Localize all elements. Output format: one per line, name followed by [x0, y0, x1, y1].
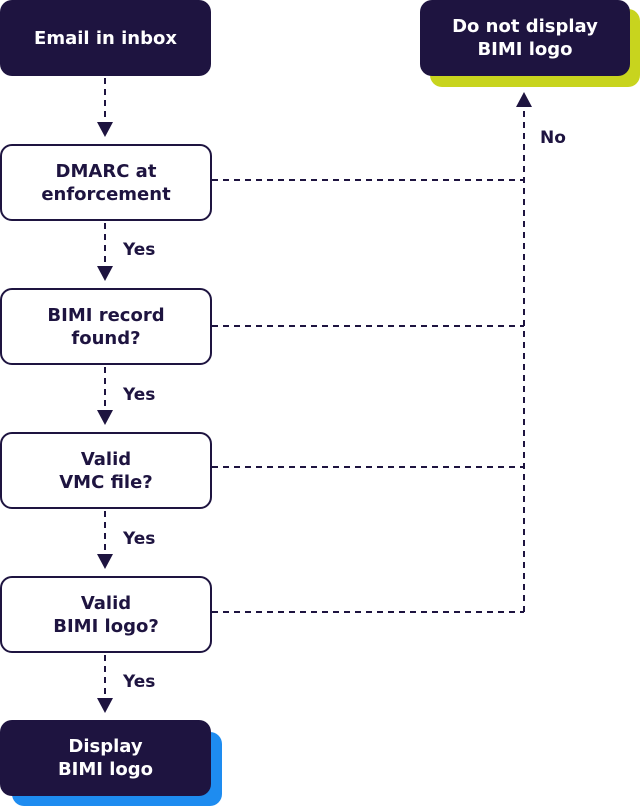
label-yes-dmarc: Yes [123, 240, 156, 260]
label-no: No [540, 128, 566, 148]
node-bimi-record-found: BIMI record found? [0, 288, 212, 365]
node-dmarc-enforcement: DMARC at enforcement [0, 144, 212, 221]
node-valid-bimi-logo: Valid BIMI logo? [0, 576, 212, 653]
arrowhead-no-display [516, 92, 532, 107]
label-yes-bimi-record: Yes [123, 385, 156, 405]
node-do-not-display: Do not display BIMI logo [420, 0, 630, 76]
node-valid-vmc: Valid VMC file? [0, 432, 212, 509]
arrowhead-dmarc [97, 122, 113, 137]
arrowhead-vmc [97, 410, 113, 425]
arrowhead-display [97, 698, 113, 713]
node-email-in-inbox: Email in inbox [0, 0, 211, 76]
arrowhead-bimi-record [97, 266, 113, 281]
label-yes-vmc: Yes [123, 529, 156, 549]
arrowhead-logo [97, 554, 113, 569]
label-yes-logo: Yes [123, 672, 156, 692]
node-display-bimi-logo: Display BIMI logo [0, 720, 211, 796]
